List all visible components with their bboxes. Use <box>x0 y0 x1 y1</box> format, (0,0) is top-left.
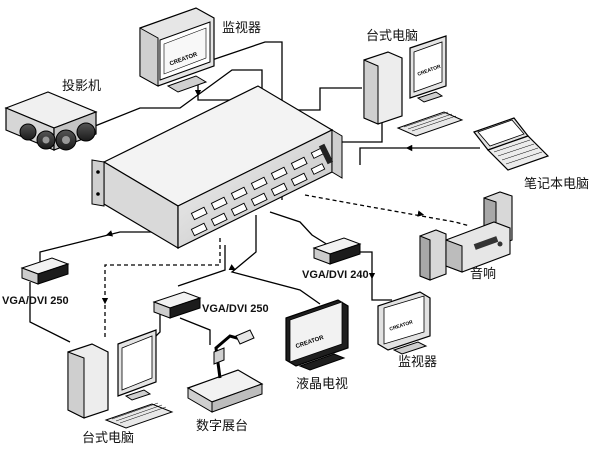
label-laptop: 笔记本电脑 <box>524 177 590 192</box>
cable-desktop-top-2 <box>339 120 383 165</box>
cable-left-ext-2 <box>29 282 71 343</box>
label-monitor-right: 监视器 <box>398 355 438 370</box>
extender-right-device <box>312 237 362 265</box>
cable-speaker <box>304 194 471 227</box>
desktop-bottom-device <box>67 329 174 429</box>
cable-doccam <box>179 317 211 345</box>
cable-desktop-bottom-dashed <box>104 238 221 340</box>
cable-layer <box>29 41 480 353</box>
cable-laptop <box>359 147 480 165</box>
lcd-tv-device: CREATOR <box>285 299 349 371</box>
label-monitor-top: 监视器 <box>222 21 262 36</box>
laptop-device <box>473 117 550 171</box>
label-projector: 投影机 <box>62 79 102 94</box>
cable-projector <box>94 69 263 175</box>
label-extender-mid: VGA/DVI 250 <box>202 303 269 315</box>
label-extender-right: VGA/DVI 240 <box>302 269 369 281</box>
extender-mid-device <box>152 291 202 319</box>
monitor-top-device: CREATOR <box>139 7 215 93</box>
monitor-right-device: CREATOR <box>377 291 431 355</box>
label-desktop-bottom: 台式电脑 <box>82 431 135 446</box>
speaker-device <box>419 191 513 281</box>
cable-to-tv <box>230 215 321 305</box>
document-camera-device <box>186 329 264 413</box>
projector-device <box>4 91 98 151</box>
label-extender-left: VGA/DVI 250 <box>2 295 69 307</box>
label-desktop-top: 台式电脑 <box>366 29 419 44</box>
cable-to-ext-right <box>269 211 329 246</box>
extender-left-device <box>20 257 70 285</box>
cable-mid-ext <box>177 245 226 287</box>
label-lcd-tv: 液晶电视 <box>296 377 349 392</box>
label-document-camera: 数字展台 <box>196 419 249 434</box>
label-speaker: 音响 <box>470 267 497 282</box>
desktop-top-device: CREATOR <box>363 35 464 137</box>
matrix-switcher <box>91 85 343 250</box>
